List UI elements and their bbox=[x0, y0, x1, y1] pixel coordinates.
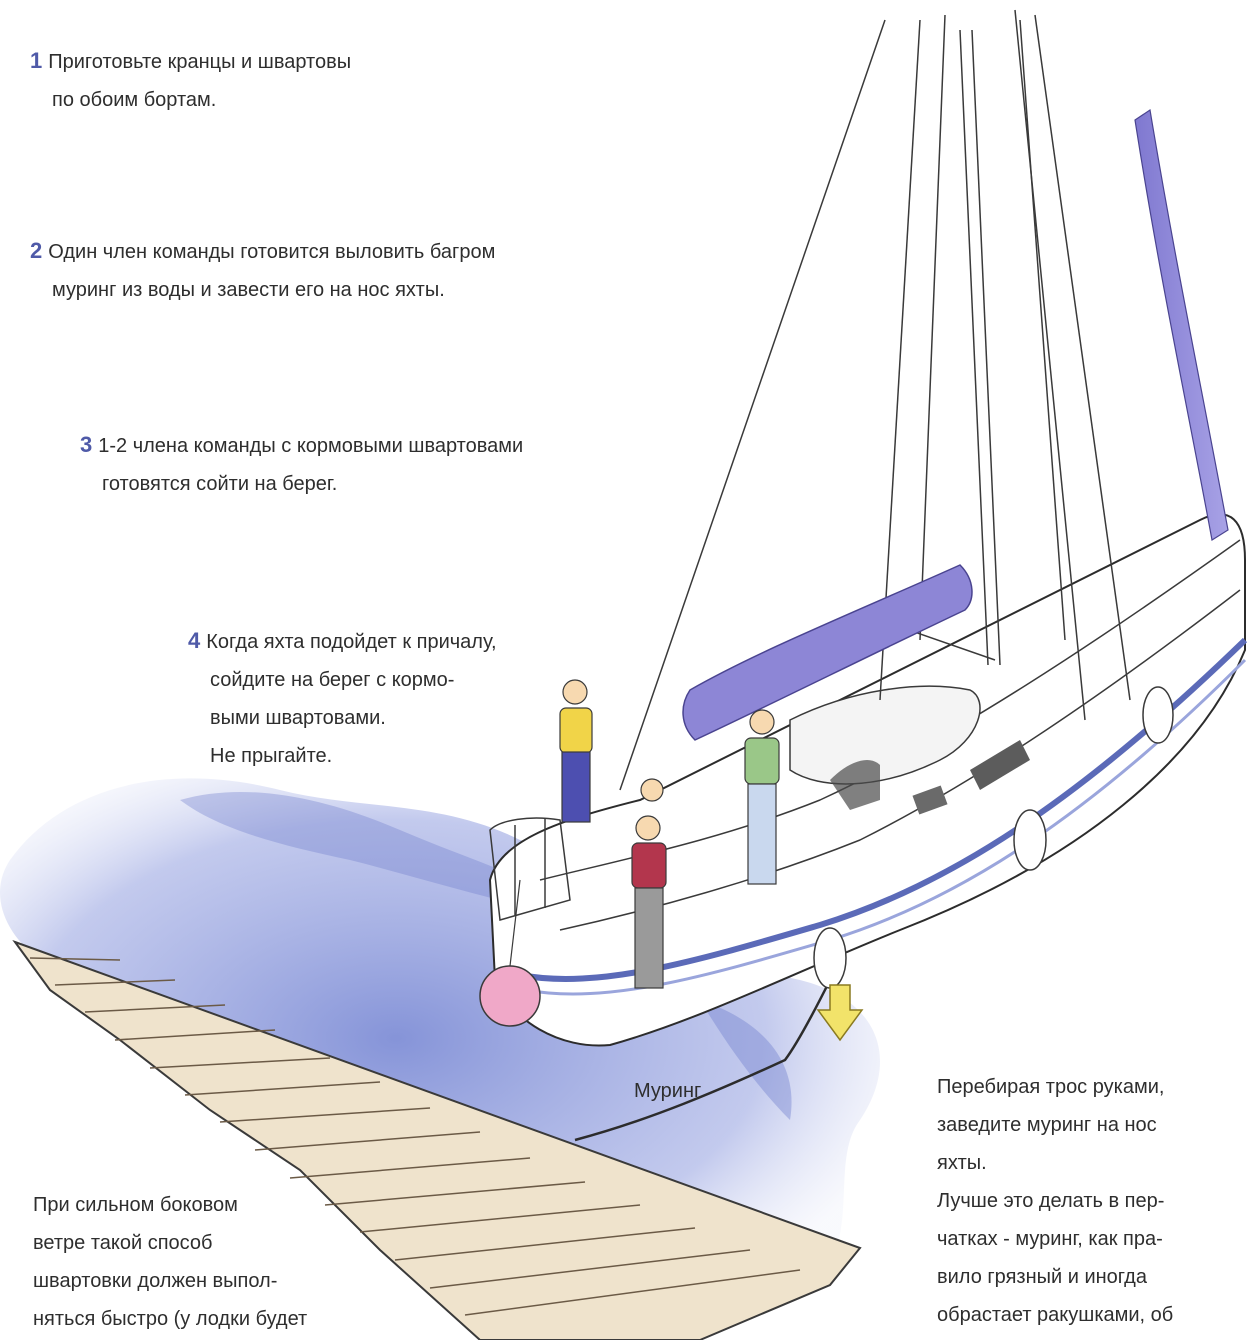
mooring-line bbox=[574, 979, 832, 1142]
side-note-right-line: яхты. bbox=[937, 1152, 987, 1174]
step-4-line-1: Когда яхта подойдет к причалу, bbox=[206, 631, 497, 653]
step-2-line-1: Один член команды готовится выловить баг… bbox=[48, 241, 496, 263]
step-3-line-1: 1-2 члена команды с кормовыми швартовами bbox=[98, 435, 524, 457]
yacht bbox=[488, 513, 1247, 1047]
side-note-left-line: При сильном боковом bbox=[33, 1194, 238, 1216]
step-4-line-3: выми швартовами. bbox=[210, 707, 386, 729]
rigging bbox=[619, 9, 1131, 791]
side-note-left: При сильном боковом ветре такой способ ш… bbox=[33, 1186, 307, 1338]
fenders bbox=[479, 686, 1174, 1027]
side-note-right-line: Перебирая трос руками, bbox=[937, 1076, 1165, 1098]
mooring-label: Муринг bbox=[634, 1080, 702, 1102]
step-2-line-2: муринг из воды и завести его на нос яхты… bbox=[52, 279, 445, 301]
furled-jib bbox=[1134, 108, 1229, 541]
side-note-right-line: вило грязный и иногда bbox=[937, 1266, 1147, 1288]
step-4-line-2: сойдите на берег с кормо- bbox=[210, 669, 455, 691]
step-1-line-1: Приготовьте кранцы и швартовы bbox=[48, 51, 352, 73]
pier bbox=[12, 939, 862, 1340]
side-note-left-line: швартовки должен выпол- bbox=[33, 1270, 278, 1292]
step-2-number: 2 bbox=[30, 238, 43, 263]
step-3-line-2: готовятся сойти на берег. bbox=[102, 473, 338, 495]
side-note-right-line: Лучше это делать в пер- bbox=[937, 1190, 1165, 1212]
side-note-left-line: ветре такой способ bbox=[33, 1232, 213, 1254]
down-arrow-icon bbox=[816, 984, 864, 1042]
side-note-left-line: няться быстро (у лодки будет bbox=[33, 1308, 308, 1330]
step-4-number: 4 bbox=[188, 628, 201, 653]
step-3-number: 3 bbox=[80, 432, 93, 457]
side-note-right-line: заведите муринг на нос bbox=[937, 1114, 1157, 1136]
step-1-line-2: по обоим бортам. bbox=[52, 89, 217, 111]
step-1-number: 1 bbox=[30, 48, 43, 73]
side-note-right: Перебирая трос руками, заведите муринг н… bbox=[937, 1068, 1173, 1334]
sail-cover bbox=[682, 564, 973, 741]
crew bbox=[559, 679, 780, 989]
step-4-line-4: Не прыгайте. bbox=[210, 745, 333, 767]
side-note-right-line: обрастает ракушками, об bbox=[937, 1304, 1174, 1326]
side-note-right-line: чатках - муринг, как пра- bbox=[937, 1228, 1163, 1250]
